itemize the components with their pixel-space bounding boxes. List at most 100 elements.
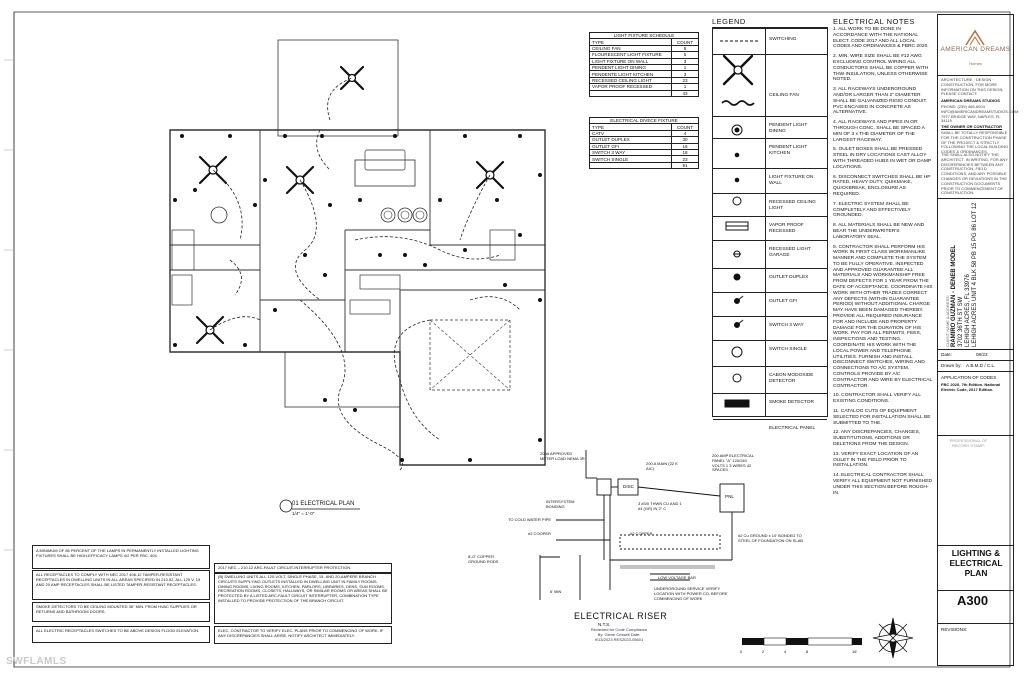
client-info-rotated: CLIENT NAME & ADDRESS: RAMIRO GUZMAN - D… bbox=[938, 199, 1013, 349]
note-flood: ALL ELECTRIC RECEPTACLES SWITCHES TO BE … bbox=[36, 628, 200, 633]
note-smoke: SMOKE DETECTORS TO BE CEILING MOUNTED 36… bbox=[36, 604, 197, 614]
legend-label: SWITCHING bbox=[769, 37, 797, 42]
legend-symbols bbox=[720, 40, 760, 408]
riser-underground-label: UNDERGROUND SERVICE VERIFY LOCATION WITH… bbox=[654, 586, 728, 601]
note-item: 3. ALL RACEWAYS UNDERGROUND AND/OR LARGE… bbox=[833, 87, 928, 116]
divider bbox=[938, 435, 1013, 436]
scale-bar-label: 2 bbox=[762, 649, 765, 654]
note-box-smoke: SMOKE DETECTORS TO BE CEILING MOUNTED 36… bbox=[32, 602, 210, 622]
riser-footing-label: #2 Cu GROUND x 10' BONDED TO STEEL OF FO… bbox=[738, 533, 803, 543]
note-item: 11. CATALOG CUTS OF EQUIPMENT SELECTED F… bbox=[833, 409, 931, 426]
stamp-area-label: PROFESSIONAL OF RECORD STAMP: bbox=[949, 438, 988, 448]
riser-copper1-label: #2 COOPER bbox=[528, 531, 551, 536]
legend-row: SMOKE DETECTOR bbox=[713, 393, 827, 405]
note-item: 10. CONTRACTOR SHALL VERIFY ALL EXISTING… bbox=[833, 393, 921, 405]
note-box-lamps: A MINIMUM OF 85 PERCENT OF THE LAMPS IN … bbox=[32, 545, 210, 569]
codes-title: APPLICATION OF CODES bbox=[941, 375, 997, 380]
client-address-1: 3702 36TH ST SW bbox=[957, 296, 964, 347]
divider bbox=[938, 623, 1013, 624]
riser-thwn-label: 3 #3/0 THWN CU AND 1 #4 (GR) IN 2" C bbox=[638, 501, 682, 511]
floor-plan bbox=[169, 39, 546, 466]
plan-title: 01 ELECTRICAL PLAN bbox=[292, 501, 355, 507]
row-type: FLOURESCENT LIGHT FIXTURE bbox=[589, 51, 672, 59]
revisions-label: REVISIONS: bbox=[941, 627, 968, 632]
legend-row: RECESSED LIGHT GARAGE bbox=[713, 240, 827, 258]
legend-label: SWITCH 3 WAY bbox=[769, 323, 804, 328]
row-type bbox=[589, 161, 672, 170]
riser-ground-hatch bbox=[620, 565, 715, 569]
divider bbox=[938, 545, 1013, 546]
legend-row: SWITCH SINGLE bbox=[713, 340, 827, 352]
legend-label: SWITCH SINGLE bbox=[769, 347, 807, 352]
schedule-row: 43 bbox=[589, 89, 699, 97]
legend-row: PENDENT LIGHT KITCHEN bbox=[713, 138, 827, 156]
note-box-afci-title: 2017 NEC – 210.12 ARC-FAULT CIRCUIT-INTE… bbox=[214, 563, 392, 574]
note-box-receptacles: ALL RECEPTACLES TO COMPLY WITH NEC 2017 … bbox=[32, 570, 210, 600]
row-count: 91 bbox=[671, 161, 699, 170]
riser-cold-water-label: TO COLD WATER PIPE bbox=[508, 517, 552, 522]
riser-pnl-label: PNL bbox=[725, 494, 734, 499]
divider bbox=[938, 371, 1013, 372]
legend-row: PENDENT LIGHT DINING bbox=[713, 116, 827, 134]
plan-switching-lines bbox=[209, 77, 521, 471]
client-name: RAMIRO GUZMAN - DENEB MODEL bbox=[950, 245, 957, 347]
legend-label: ELECTRICAL PANEL bbox=[769, 426, 816, 431]
sheet-number: A300 bbox=[957, 593, 989, 608]
riser-copper2-label: #2 COPPER bbox=[630, 531, 653, 536]
note-box-flood: ALL ELECTRIC RECEPTACLES SWITCHES TO BE … bbox=[32, 626, 210, 643]
riser-spacing-label: 6' MIN bbox=[550, 589, 562, 594]
legend-row: CEILING FAN bbox=[713, 54, 827, 98]
north-arrow-icon bbox=[872, 617, 914, 659]
legend-label: CABON MODOXIDE DETECTOR bbox=[769, 373, 814, 384]
drawn-label: Drawn by: bbox=[941, 363, 962, 368]
note-afci-title: 2017 NEC – 210.12 ARC-FAULT CIRCUIT-INTE… bbox=[218, 565, 352, 570]
electrical-riser-diagram bbox=[539, 450, 745, 600]
schedule-row: 91 bbox=[589, 161, 699, 170]
scale-bar-label: 0 bbox=[740, 649, 743, 654]
note-box-verify: ELEC. CONTRACTOR TO VERIFY ELEC. PLANS P… bbox=[214, 626, 392, 644]
divider bbox=[938, 360, 1013, 361]
date-label: Date: bbox=[941, 352, 952, 357]
riser-scale: N.T.S. bbox=[598, 622, 611, 627]
codes-text: FBC 2020, 7th Edition. National Electric… bbox=[941, 382, 1001, 392]
plan-device-dots bbox=[173, 134, 542, 462]
row-type bbox=[589, 89, 672, 97]
row-count: 43 bbox=[671, 89, 699, 97]
note-verify: ELEC. CONTRACTOR TO VERIFY ELEC. PLANS P… bbox=[218, 628, 384, 638]
riser-low-voltage-label: LOW VOLTAGE BAR bbox=[658, 575, 696, 580]
notes-title: ELECTRICAL NOTES bbox=[833, 17, 915, 26]
sheet-name: LIGHTING & ELECTRICAL PLAN bbox=[949, 548, 1003, 578]
divider bbox=[938, 75, 1013, 76]
legend-label: OUTLET DUPLEX bbox=[769, 275, 809, 280]
watermark: SWFLAMLS bbox=[6, 656, 67, 667]
scale-bar-label: 16' bbox=[852, 649, 858, 654]
note-afci: (B) DWELLING UNITS ALL 120-VOLT, SINGLE … bbox=[218, 574, 388, 603]
electrical-device-schedule: ELECTRICAL DIVECE FIXTURE TYPE COUNT CAT… bbox=[589, 116, 699, 170]
riser-meter-label: 200A APPROVED METER LOAD NEMA 3R bbox=[540, 451, 585, 461]
legend-label: RECESSED CEILING LIGHT bbox=[769, 200, 816, 211]
client-address-2: LEHIGH ACRES, FL 33976 bbox=[964, 274, 971, 347]
riser-disc-label: DISC bbox=[623, 484, 634, 489]
studio-contact: PHONE: (239) 466-6004 INFO@AMERICANDREAM… bbox=[941, 104, 1019, 124]
arch-notes: ARCHITECTURE · DESIGN · CONSTRUCTION. FO… bbox=[941, 77, 1004, 97]
legend-row: ELECTRICAL PANEL bbox=[713, 419, 827, 431]
legend-label: SMOKE DETECTOR bbox=[769, 400, 814, 405]
plan-scale: 1/4" = 1'-0" bbox=[292, 511, 315, 516]
legend-row: SWITCH 3 WAY bbox=[713, 316, 827, 328]
divider bbox=[938, 590, 1013, 591]
drawn-value: A.B.M.D / C.L. bbox=[966, 363, 996, 368]
row-count: 1 bbox=[671, 63, 699, 72]
note-item: 7. ELECTRIC SYSTEM SHALL BE COMPLETELY A… bbox=[833, 201, 911, 219]
scale-bar bbox=[742, 637, 862, 646]
note-item: 14. ELECTRICAL CONTRACTOR SHALL VERIFY A… bbox=[833, 473, 933, 496]
note-receptacles: ALL RECEPTACLES TO COMPLY WITH NEC 2017 … bbox=[36, 572, 201, 587]
riser-title: ELECTRICAL RISER bbox=[574, 611, 668, 621]
riser-main-label: 200 A MAIN (22 K AIC) bbox=[646, 461, 678, 471]
legend-label: OUTLET GFI bbox=[769, 299, 798, 304]
legend-row: VAPOR PROOF RECESSED bbox=[713, 216, 827, 234]
studio-name: AMERICAN DREAMS STUDIOS bbox=[941, 98, 1000, 103]
